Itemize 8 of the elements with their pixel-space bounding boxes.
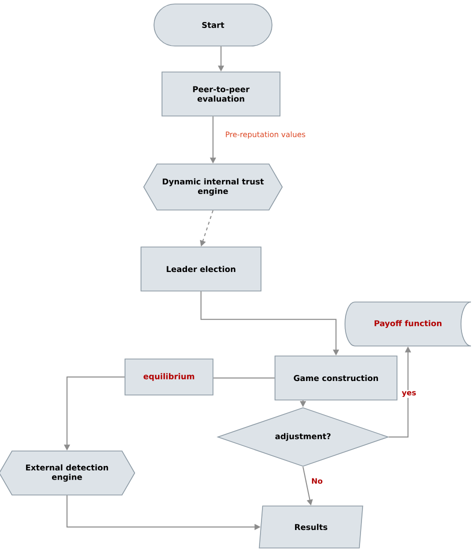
preparation-hexagon: External detection engine: [0, 450, 136, 496]
process-box: Peer-to-peer evaluation: [162, 72, 280, 116]
start-terminal: Start: [154, 4, 272, 46]
process-box: Leader election: [140, 246, 262, 292]
process-box: equilibrium: [124, 358, 214, 396]
preparation-hexagon: Dynamic internal trust engine: [143, 164, 283, 210]
data-parallelogram: Results: [258, 506, 364, 548]
process-box: Game construction: [274, 356, 398, 400]
